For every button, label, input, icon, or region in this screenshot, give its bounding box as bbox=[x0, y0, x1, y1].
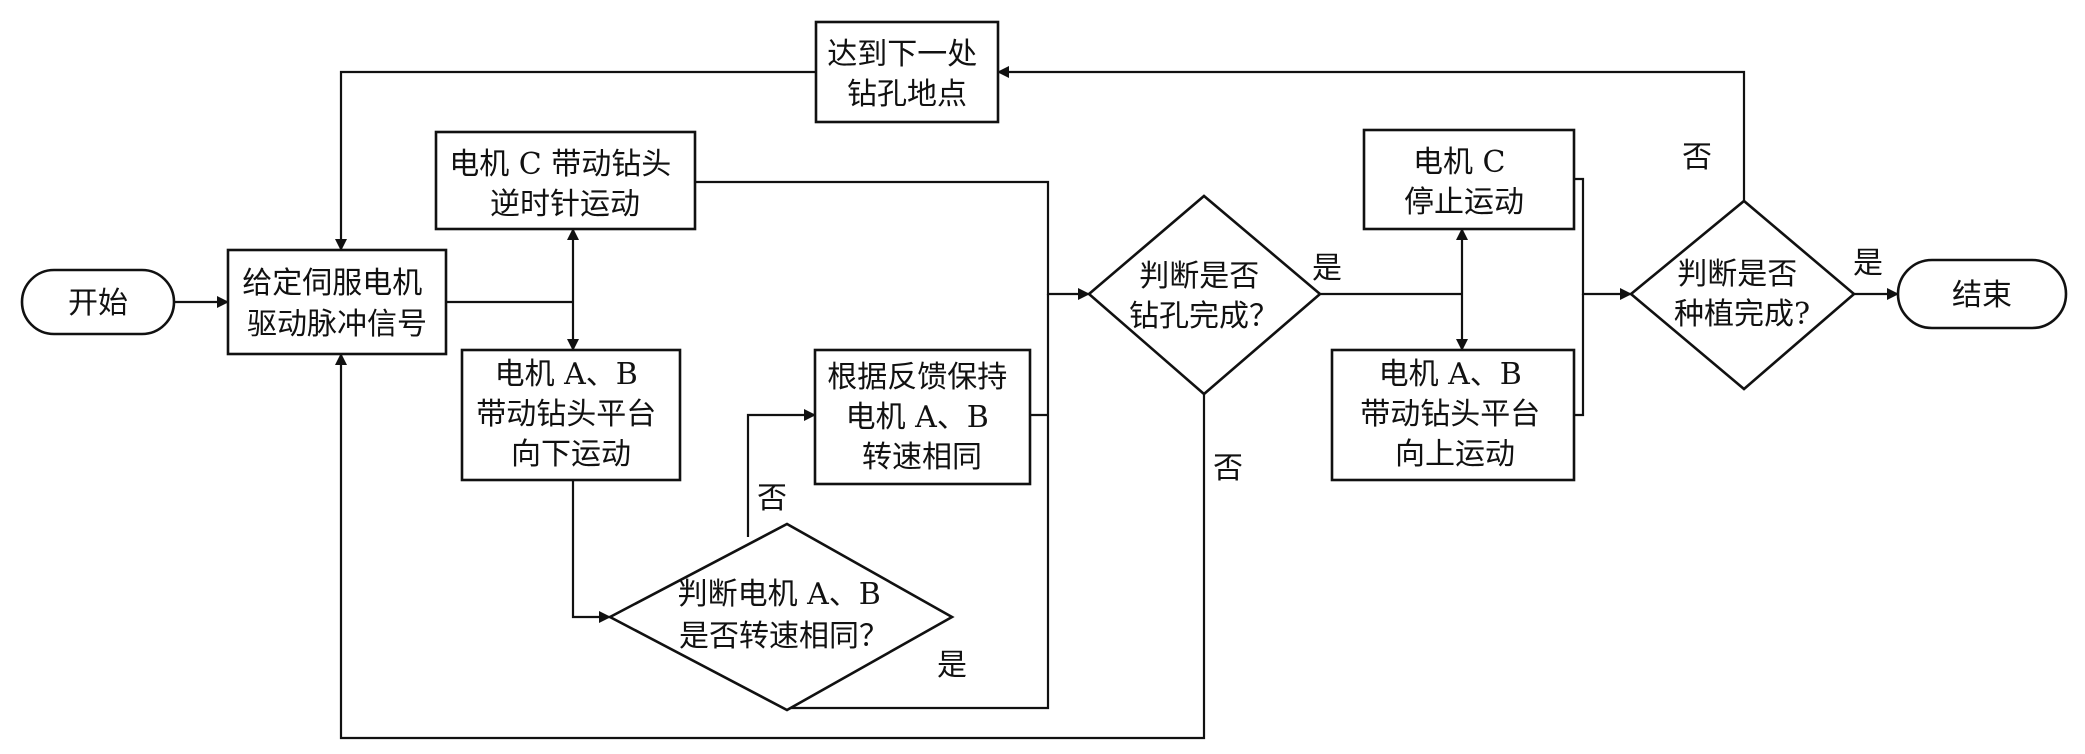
svg-text:电机 C 带动钻头 逆时针运动: 电机 C 带动钻头 逆时针运动 bbox=[449, 147, 681, 222]
start-label: 开始 bbox=[68, 286, 128, 321]
next-site-line-2: 钻孔地点 bbox=[847, 77, 967, 112]
edge-judge-drill-no-to-pulse bbox=[335, 353, 1206, 740]
motor-ab-down-box: 电机 A、B 带动钻头平台 向下运动 bbox=[460, 348, 682, 482]
edge-judge-plant-no-to-next-site bbox=[997, 66, 1746, 201]
svg-text:电机 A、B 带动钻头平台 向上运动: 电机 A、B 带动钻头平台 向上运动 bbox=[1360, 357, 1550, 472]
keep-same-speed-line-2: 电机 A、B bbox=[846, 400, 989, 435]
keep-same-speed-line-1: 根据反馈保持 bbox=[827, 360, 1007, 395]
edge-motor-c-to-judge-drill bbox=[695, 180, 1090, 300]
judge-plant-line-1: 判断是否 bbox=[1677, 257, 1797, 292]
judge-speed-decision: 判断电机 A、B 是否转速相同？ bbox=[607, 522, 955, 712]
motor-ab-down-line-2: 带动钻头平台 bbox=[476, 397, 656, 432]
svg-text:达到下一处 钻孔地点: 达到下一处 钻孔地点 bbox=[827, 37, 987, 112]
edge-motor-c-stop-to-judge-plant bbox=[1574, 177, 1632, 300]
motor-ab-up-line-2: 带动钻头平台 bbox=[1360, 397, 1540, 432]
edge-next-site-to-pulse bbox=[335, 70, 816, 251]
edge-motor-ab-down-to-judge-speed bbox=[571, 480, 611, 623]
svg-text:开始: 开始 bbox=[68, 286, 128, 321]
judge-plant-line-2: 种植完成? bbox=[1674, 297, 1810, 332]
motor-c-stop-line-2: 停止运动 bbox=[1404, 185, 1524, 220]
edge-label-plant-yes: 是 bbox=[1853, 246, 1883, 281]
start-terminal: 开始 bbox=[20, 268, 176, 336]
motor-ab-down-line-3: 向下运动 bbox=[511, 437, 631, 472]
judge-drill-line-2: 钻孔完成？ bbox=[1129, 299, 1279, 334]
svg-text:给定伺服电机 驱动脉冲信号: 给定伺服电机 驱动脉冲信号 bbox=[242, 266, 432, 342]
edge-label-speed-yes: 是 bbox=[937, 648, 967, 683]
motor-ab-up-line-3: 向上运动 bbox=[1395, 437, 1515, 472]
edge-labels: 否 是 是 否 否 是 bbox=[757, 140, 1883, 683]
edge-judge-speed-no-to-keep bbox=[746, 409, 816, 537]
svg-text:判断是否 种植完成?: 判断是否 种植完成? bbox=[1674, 257, 1810, 332]
svg-text:电机 C 停止运动: 电机 C 停止运动 bbox=[1404, 145, 1524, 220]
svg-text:判断是否 钻孔完成？: 判断是否 钻孔完成？ bbox=[1129, 259, 1279, 334]
motor-c-reverse-box: 电机 C 带动钻头 逆时针运动 bbox=[434, 130, 697, 231]
give-pulse-line-1: 给定伺服电机 bbox=[242, 266, 422, 301]
edge-motor-ab-up-to-judge-plant bbox=[1574, 294, 1585, 417]
motor-c-stop-box: 电机 C 停止运动 bbox=[1362, 128, 1576, 231]
edge-label-speed-no: 否 bbox=[757, 481, 787, 516]
svg-text:结束: 结束 bbox=[1952, 278, 2012, 313]
motor-ab-up-box: 电机 A、B 带动钻头平台 向上运动 bbox=[1330, 348, 1576, 482]
judge-plant-decision: 判断是否 种植完成? bbox=[1628, 199, 1857, 391]
judge-drill-line-1: 判断是否 bbox=[1139, 259, 1259, 294]
judge-speed-line-1: 判断电机 A、B bbox=[678, 577, 881, 612]
give-pulse-line-2: 驱动脉冲信号 bbox=[247, 307, 427, 342]
motor-ab-up-line-1: 电机 A、B bbox=[1379, 357, 1522, 392]
svg-text:根据反馈保持 电机 A、B 转速相同: 根据反馈保持 电机 A、B 转速相同 bbox=[827, 360, 1017, 475]
judge-drill-decision: 判断是否 钻孔完成？ bbox=[1087, 194, 1323, 396]
svg-text:判断电机 A、B 是否转速相同？: 判断电机 A、B 是否转速相同？ bbox=[678, 577, 891, 654]
motor-c-reverse-line-2: 逆时针运动 bbox=[490, 187, 640, 222]
edge-label-plant-no: 否 bbox=[1682, 140, 1712, 175]
give-pulse-box: 给定伺服电机 驱动脉冲信号 bbox=[226, 248, 448, 356]
motor-c-stop-line-1: 电机 C bbox=[1413, 145, 1506, 180]
svg-text:电机 A、B 带动钻头平台 向下运动: 电机 A、B 带动钻头平台 向下运动 bbox=[476, 357, 666, 472]
keep-same-speed-box: 根据反馈保持 电机 A、B 转速相同 bbox=[813, 348, 1032, 486]
keep-same-speed-line-3: 转速相同 bbox=[862, 440, 982, 475]
edge-label-drill-no: 否 bbox=[1213, 451, 1243, 486]
judge-speed-line-2: 是否转速相同？ bbox=[679, 619, 889, 654]
next-site-box: 达到下一处 钻孔地点 bbox=[814, 20, 1000, 124]
next-site-line-1: 达到下一处 bbox=[827, 37, 977, 72]
end-label: 结束 bbox=[1952, 278, 2012, 313]
edges bbox=[174, 66, 1899, 740]
motor-ab-down-line-1: 电机 A、B bbox=[495, 357, 638, 392]
edge-label-drill-yes: 是 bbox=[1312, 251, 1342, 286]
end-terminal: 结束 bbox=[1896, 258, 2068, 330]
edge-judge-speed-yes-to-merge bbox=[787, 294, 1050, 710]
motor-c-reverse-line-1: 电机 C 带动钻头 bbox=[449, 147, 671, 182]
